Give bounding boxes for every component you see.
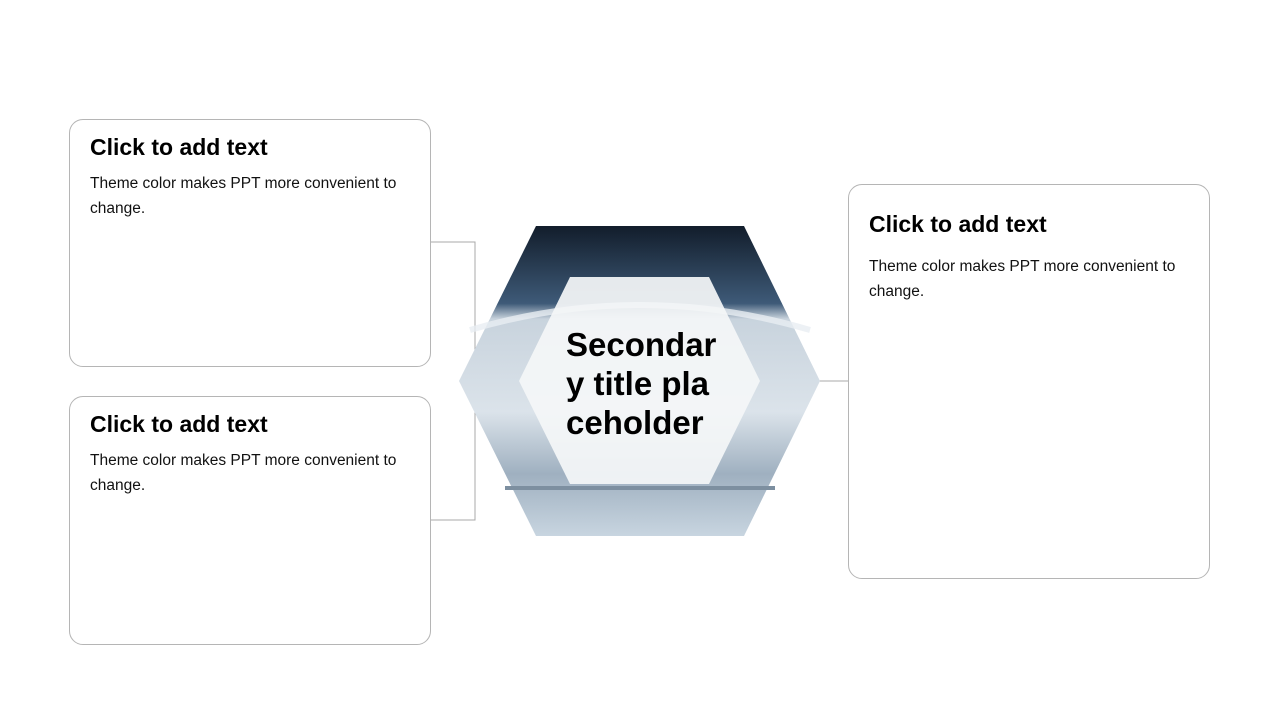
text-card-bottom-left[interactable]: Click to add text Theme color makes PPT …	[69, 396, 431, 645]
card-title[interactable]: Click to add text	[90, 411, 268, 437]
text-card-top-left[interactable]: Click to add text Theme color makes PPT …	[69, 119, 431, 367]
card-title[interactable]: Click to add text	[869, 211, 1047, 237]
card-body[interactable]: Theme color makes PPT more convenient to…	[90, 452, 397, 494]
card-body[interactable]: Theme color makes PPT more convenient to…	[90, 175, 397, 217]
hexagon-text-panel	[519, 277, 760, 484]
card-title[interactable]: Click to add text	[90, 134, 268, 160]
secondary-title[interactable]: Secondary title placeholder	[566, 326, 717, 441]
text-card-right[interactable]: Click to add text Theme color makes PPT …	[848, 184, 1210, 579]
card-body[interactable]: Theme color makes PPT more convenient to…	[869, 258, 1176, 300]
